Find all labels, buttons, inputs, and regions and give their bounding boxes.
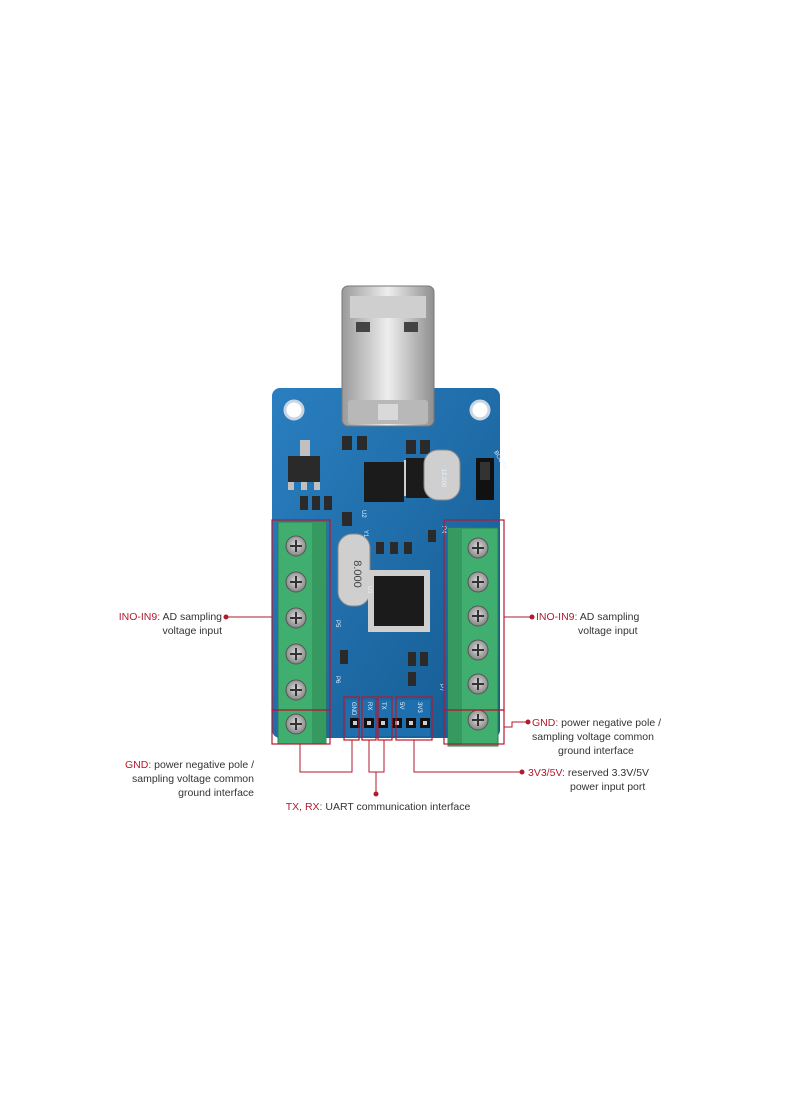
callout-adc-right-label: INO-IN9: bbox=[536, 611, 578, 623]
usb-uart-chip bbox=[364, 458, 432, 502]
pin-header: GND RX TX 5V 3V3 bbox=[346, 700, 430, 736]
callout-dots bbox=[223, 614, 535, 797]
callout-gnd-right-text2: sampling voltage common bbox=[532, 731, 654, 743]
smd-components bbox=[300, 436, 436, 686]
callout-power: 3V3/5V: reserved 3.3V/5V power input por… bbox=[528, 766, 678, 794]
crystal-right: 12.000 bbox=[423, 449, 461, 501]
callout-gnd-right-label: GND: bbox=[532, 717, 559, 729]
pin-tx-label: TX bbox=[380, 702, 386, 710]
silk-u2: U2 bbox=[360, 510, 366, 518]
callout-power-text1: reserved 3.3V/5V bbox=[567, 767, 650, 779]
left-terminal-block bbox=[277, 521, 327, 745]
callout-uart-text1: UART communication interface bbox=[325, 801, 471, 813]
right-terminal-block bbox=[447, 527, 499, 747]
callout-power-label: 3V3/5V: bbox=[528, 767, 565, 779]
silk-p6: P6 bbox=[334, 676, 340, 684]
pin-5v-label: 5V bbox=[398, 702, 404, 709]
callout-adc-left-label: INO-IN9: bbox=[118, 611, 161, 623]
callout-gnd-right-text1: power negative pole / bbox=[561, 717, 661, 729]
microcontroller-chip bbox=[368, 570, 430, 632]
callout-power-text2: power input port bbox=[570, 781, 646, 793]
callout-gnd-left-label: GND: bbox=[125, 759, 152, 771]
voltage-regulator bbox=[288, 440, 320, 490]
callout-adc-right-text2: voltage input bbox=[578, 625, 638, 637]
silk-p5: P5 bbox=[334, 620, 340, 628]
callout-gnd-right: GND: power negative pole / sampling volt… bbox=[532, 716, 702, 758]
callout-gnd-left-text3: ground interface bbox=[178, 787, 254, 799]
pin-rx-label: RX bbox=[366, 702, 372, 710]
pin-3v3-label: 3V3 bbox=[416, 702, 422, 713]
callout-uart-label: TX, RX: bbox=[285, 801, 323, 813]
callout-adc-left-text1: AD sampling bbox=[162, 611, 222, 623]
callout-adc-left-text2: voltage input bbox=[162, 625, 222, 637]
pin-gnd-label: GND bbox=[350, 702, 356, 716]
usb-connector bbox=[341, 285, 435, 427]
silk-p7: P7 bbox=[438, 684, 444, 692]
callout-gnd-left-text2: sampling voltage common bbox=[132, 773, 254, 785]
callout-adc-right: INO-IN9: AD sampling voltage input bbox=[536, 610, 676, 638]
crystal-left: 8.000 bbox=[337, 533, 371, 607]
silk-u1: U1 bbox=[366, 586, 372, 594]
callout-gnd-left-text1: power negative pole / bbox=[154, 759, 254, 771]
callout-leader-lines bbox=[226, 616, 532, 792]
callout-adc-left: INO-IN9: AD sampling voltage input bbox=[100, 610, 222, 638]
callout-gnd-left: GND: power negative pole / sampling volt… bbox=[104, 758, 254, 800]
callout-gnd-right-text3: ground interface bbox=[558, 745, 634, 757]
crystal-right-label: 12.000 bbox=[440, 469, 446, 488]
highlight-left-gnd bbox=[271, 709, 331, 745]
silk-p4: P4 bbox=[440, 526, 446, 534]
callout-adc-right-text1: AD sampling bbox=[579, 611, 640, 623]
crystal-left-label: 8.000 bbox=[351, 560, 363, 588]
silk-y1: Y1 bbox=[362, 530, 368, 538]
callout-uart: TX, RX: UART communication interface bbox=[278, 800, 478, 814]
highlight-tx-pin bbox=[377, 696, 393, 741]
